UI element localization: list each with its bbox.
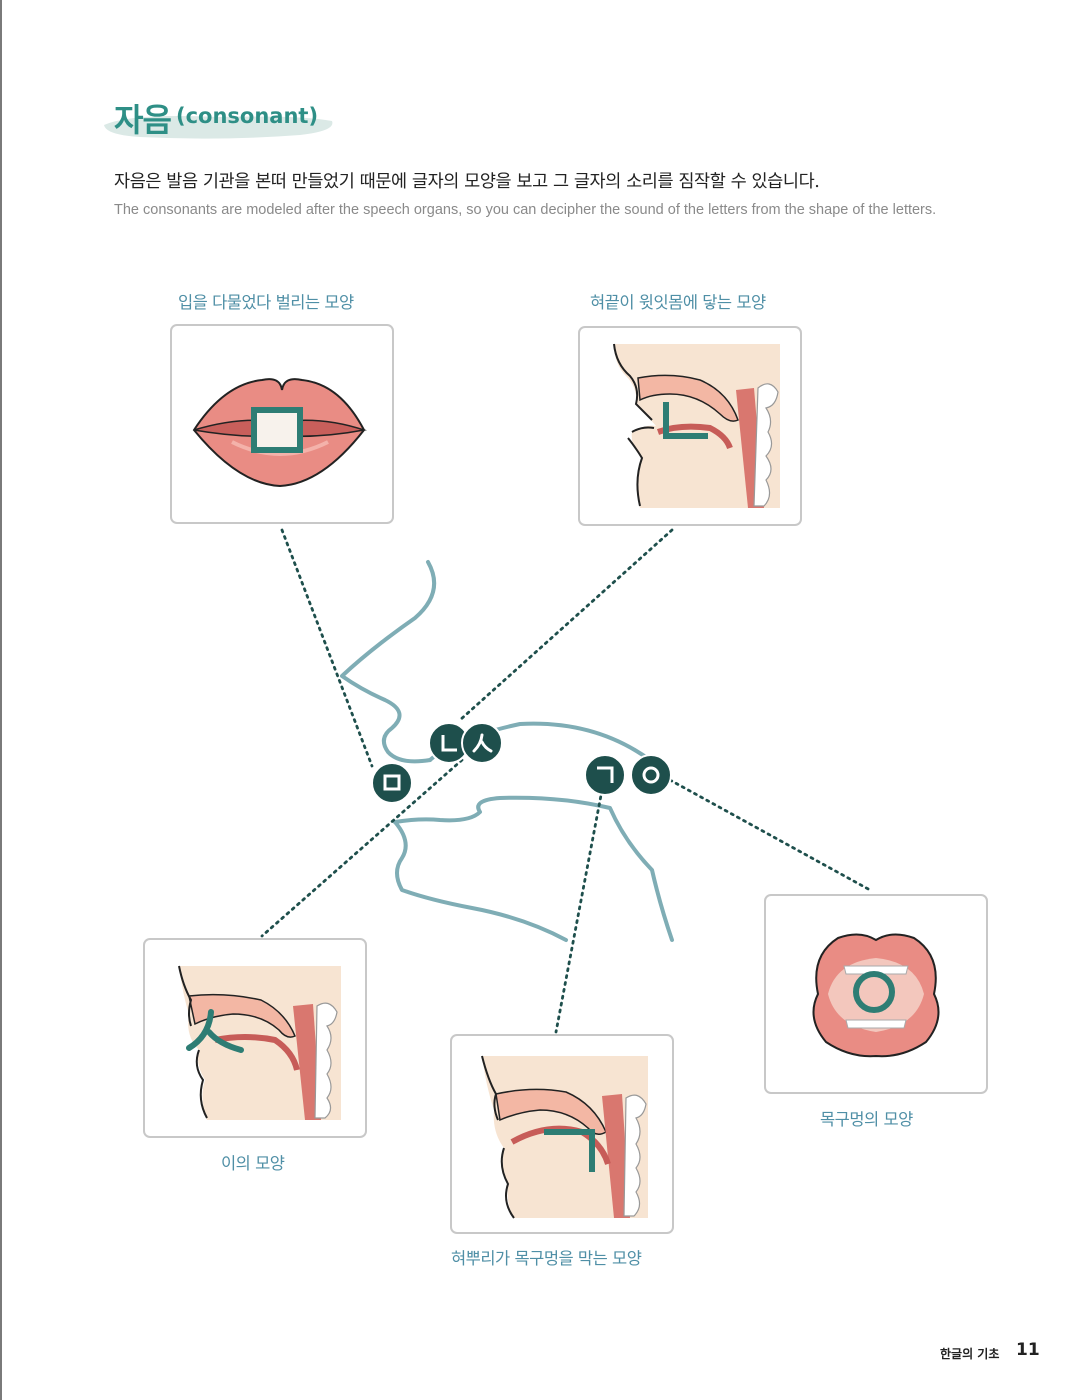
letter-mieum-shape bbox=[251, 407, 303, 453]
badge-siot bbox=[461, 722, 503, 764]
intro-english: The consonants are modeled after the spe… bbox=[114, 202, 937, 218]
letter-giyeok-shape bbox=[544, 1129, 595, 1172]
card-giyeok bbox=[450, 1034, 674, 1234]
card-mieum bbox=[170, 324, 394, 524]
intro-korean: 자음은 발음 기관을 본떠 만들었기 때문에 글자의 모양을 보고 그 글자의 … bbox=[114, 172, 820, 192]
lips-closed-illustration bbox=[192, 378, 367, 488]
mouth-side-view-nieun bbox=[613, 343, 780, 508]
card-siot bbox=[143, 938, 367, 1138]
badge-giyeok bbox=[584, 754, 626, 796]
badge-ieung bbox=[630, 754, 672, 796]
footer-section-label: 한글의 기초 bbox=[940, 1347, 1000, 1361]
title-english: (consonant) bbox=[176, 104, 319, 128]
card-ieung bbox=[764, 894, 988, 1094]
badge-mieum bbox=[371, 762, 413, 804]
caption-giyeok: 혀뿌리가 목구멍을 막는 모양 bbox=[451, 1249, 642, 1268]
section-title: 자음 (consonant) bbox=[100, 95, 340, 145]
caption-siot: 이의 모양 bbox=[221, 1154, 285, 1173]
page-number: 11 bbox=[1016, 1340, 1040, 1360]
connector-lines bbox=[260, 528, 872, 1034]
page-left-border bbox=[0, 0, 2, 1400]
title-korean: 자음 bbox=[114, 101, 172, 139]
mouth-side-view-giyeok bbox=[481, 1055, 648, 1219]
caption-nieun: 혀끝이 윗잇몸에 닿는 모양 bbox=[590, 293, 766, 312]
mouth-side-view-siot bbox=[178, 965, 341, 1120]
head-outline bbox=[340, 560, 674, 942]
card-nieun bbox=[578, 326, 802, 526]
letter-ieung-shape bbox=[853, 971, 895, 1013]
caption-mieum: 입을 다물었다 벌리는 모양 bbox=[178, 293, 354, 312]
letter-siot-shape bbox=[186, 1009, 244, 1053]
letter-nieun-shape bbox=[663, 402, 708, 439]
open-mouth-illustration bbox=[812, 933, 940, 1058]
caption-ieung: 목구멍의 모양 bbox=[820, 1110, 913, 1129]
title-brush-stroke bbox=[104, 116, 333, 139]
